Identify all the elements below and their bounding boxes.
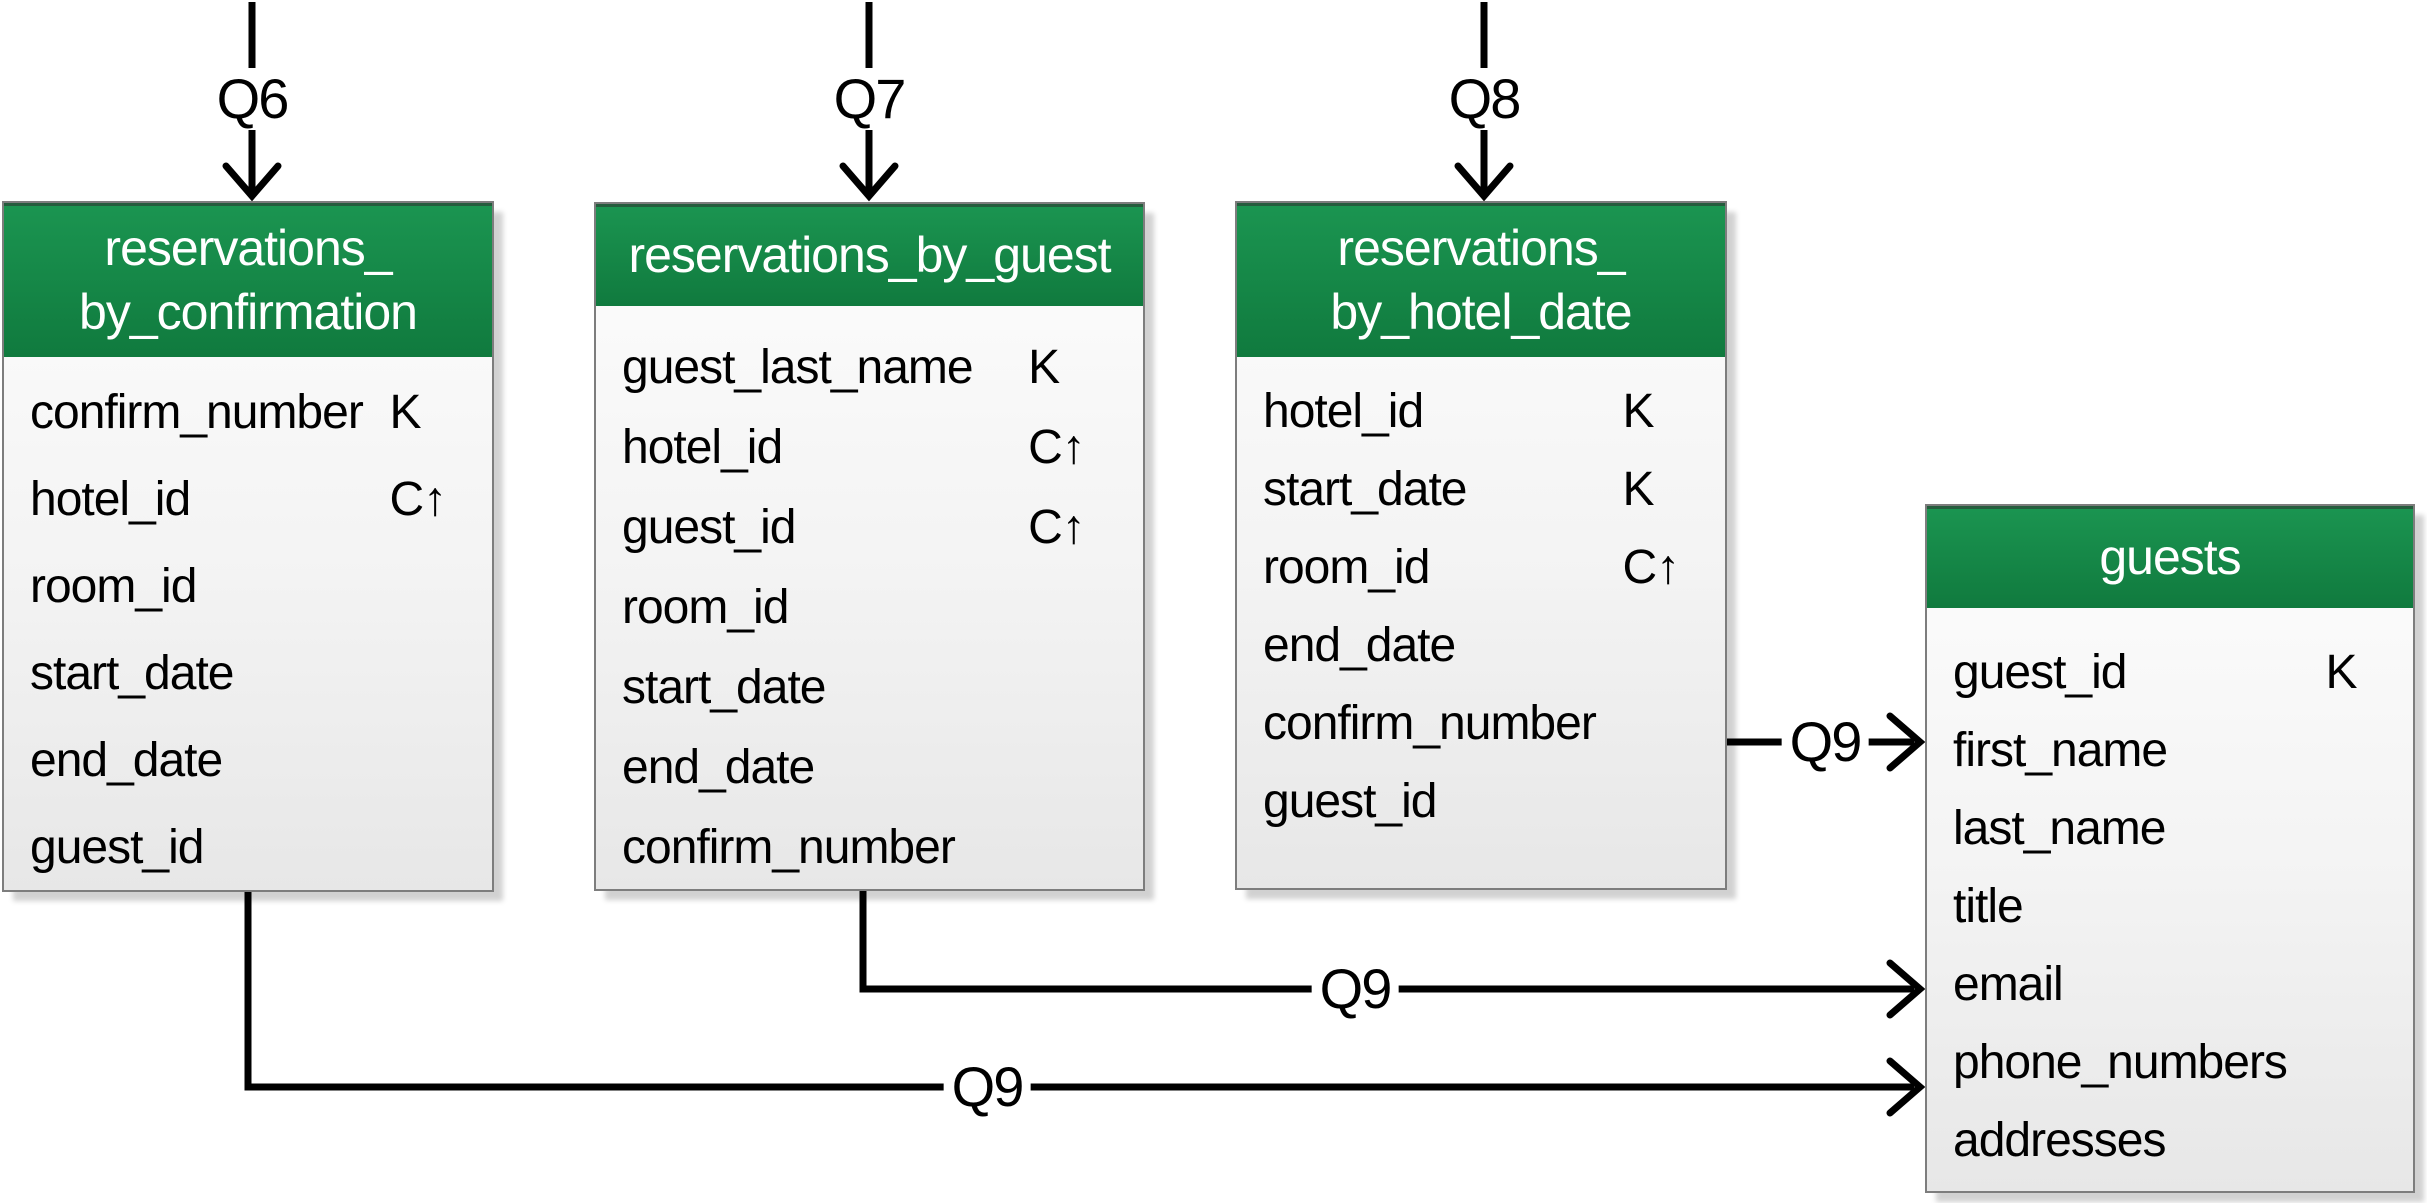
field-row: last_name bbox=[1927, 790, 2413, 868]
query-label-q6: Q6 bbox=[208, 68, 296, 130]
table-body: confirm_number K hotel_id C↑ room_id start… bbox=[4, 357, 492, 891]
field-row: confirm_number bbox=[596, 808, 1143, 888]
q7-arrowhead-icon bbox=[839, 162, 899, 202]
field-name: guest_id bbox=[1953, 646, 2127, 699]
query-label-q7: Q7 bbox=[825, 68, 913, 130]
field-name: phone_numbers bbox=[1953, 1036, 2288, 1089]
field-name: start_date bbox=[1263, 463, 1467, 516]
q6-arrowhead-icon bbox=[222, 162, 282, 202]
table-title-line1: reservations_ bbox=[1337, 220, 1625, 276]
query-label-q8: Q8 bbox=[1440, 68, 1528, 130]
field-row: confirm_number K bbox=[4, 369, 492, 456]
table-body: guest_id K first_name last_name title ema… bbox=[1927, 608, 2413, 1180]
field-row: guest_id bbox=[1237, 763, 1725, 841]
field-name: start_date bbox=[30, 647, 234, 700]
field-row: room_id bbox=[4, 543, 492, 630]
field-row: guest_id bbox=[4, 804, 492, 891]
field-name: room_id bbox=[1263, 541, 1430, 594]
field-row: first_name bbox=[1927, 712, 2413, 790]
key-marker: K bbox=[2325, 646, 2358, 699]
key-marker: K bbox=[389, 386, 422, 439]
field-row: start_date bbox=[4, 630, 492, 717]
table-reservations-by-guest: reservations_by_guest guest_last_name K h… bbox=[594, 202, 1145, 891]
table-title-line1: guests bbox=[2099, 529, 2241, 585]
field-name: end_date bbox=[622, 741, 815, 794]
q9-line-guest-to-guests bbox=[859, 891, 1914, 993]
table-header: reservations_ by_confirmation bbox=[4, 203, 492, 357]
field-row: email bbox=[1927, 946, 2413, 1024]
field-row: start_date K bbox=[1237, 451, 1725, 529]
table-title-line1: reservations_ bbox=[104, 220, 392, 276]
field-row: title bbox=[1927, 868, 2413, 946]
query-label-q9-guest: Q9 bbox=[1311, 958, 1399, 1020]
key-marker: K bbox=[1622, 385, 1655, 438]
field-row: room_id bbox=[596, 568, 1143, 648]
field-name: guest_id bbox=[622, 501, 796, 554]
q9-arrowhead-first-name-icon bbox=[1886, 712, 1926, 772]
field-name: email bbox=[1953, 958, 2064, 1011]
field-name: last_name bbox=[1953, 802, 2166, 855]
field-row: guest_id C↑ bbox=[596, 488, 1143, 568]
field-name: room_id bbox=[30, 560, 197, 613]
table-title-line2: by_hotel_date bbox=[1330, 284, 1632, 340]
table-header: guests bbox=[1927, 506, 2413, 608]
field-name: hotel_id bbox=[1263, 385, 1424, 438]
field-name: guest_last_name bbox=[622, 341, 974, 394]
field-row: guest_id K bbox=[1927, 634, 2413, 712]
key-marker: K bbox=[1028, 341, 1060, 394]
table-header: reservations_ by_hotel_date bbox=[1237, 203, 1725, 357]
field-row: end_date bbox=[1237, 607, 1725, 685]
field-name: title bbox=[1953, 880, 2024, 933]
field-row: hotel_id C↑ bbox=[596, 408, 1143, 488]
key-marker: C↑ bbox=[1028, 421, 1086, 474]
table-header: reservations_by_guest bbox=[596, 204, 1143, 306]
key-marker: C↑ bbox=[389, 473, 448, 526]
table-title-line1: reservations_by_guest bbox=[628, 227, 1111, 283]
field-name: hotel_id bbox=[30, 473, 191, 526]
field-row: phone_numbers bbox=[1927, 1024, 2413, 1102]
field-name: room_id bbox=[622, 581, 789, 634]
query-label-q9-confirmation: Q9 bbox=[943, 1056, 1031, 1118]
key-marker: C↑ bbox=[1622, 541, 1681, 594]
table-title-line2: by_confirmation bbox=[79, 284, 418, 340]
field-row: hotel_id C↑ bbox=[4, 456, 492, 543]
field-row: guest_last_name K bbox=[596, 328, 1143, 408]
q9-arrowhead-email-icon bbox=[1886, 959, 1926, 1019]
field-name: hotel_id bbox=[622, 421, 783, 474]
field-name: start_date bbox=[622, 661, 826, 714]
field-name: confirm_number bbox=[1263, 697, 1597, 750]
field-name: end_date bbox=[30, 734, 223, 787]
field-row: start_date bbox=[596, 648, 1143, 728]
query-label-q9-hotel-date: Q9 bbox=[1781, 711, 1869, 773]
table-guests: guests guest_id K first_name last_name ti… bbox=[1925, 504, 2415, 1193]
q9-arrowhead-phone-numbers-icon bbox=[1886, 1057, 1926, 1117]
field-name: confirm_number bbox=[622, 821, 956, 874]
field-row: end_date bbox=[4, 717, 492, 804]
field-name: end_date bbox=[1263, 619, 1456, 672]
table-reservations-by-confirmation: reservations_ by_confirmation confirm_nu… bbox=[2, 201, 494, 892]
field-name: confirm_number bbox=[30, 386, 364, 439]
field-row: end_date bbox=[596, 728, 1143, 808]
key-marker: K bbox=[1622, 463, 1655, 516]
q9-line-confirmation-to-guests bbox=[244, 892, 1914, 1091]
field-row: hotel_id K bbox=[1237, 373, 1725, 451]
field-name: first_name bbox=[1953, 724, 2168, 777]
field-name: guest_id bbox=[1263, 775, 1437, 828]
field-row: room_id C↑ bbox=[1237, 529, 1725, 607]
field-row: confirm_number bbox=[1237, 685, 1725, 763]
field-name: addresses bbox=[1953, 1114, 2166, 1167]
field-row: addresses bbox=[1927, 1102, 2413, 1180]
q8-arrowhead-icon bbox=[1454, 162, 1514, 202]
field-name: guest_id bbox=[30, 821, 204, 874]
key-marker: C↑ bbox=[1028, 501, 1086, 554]
